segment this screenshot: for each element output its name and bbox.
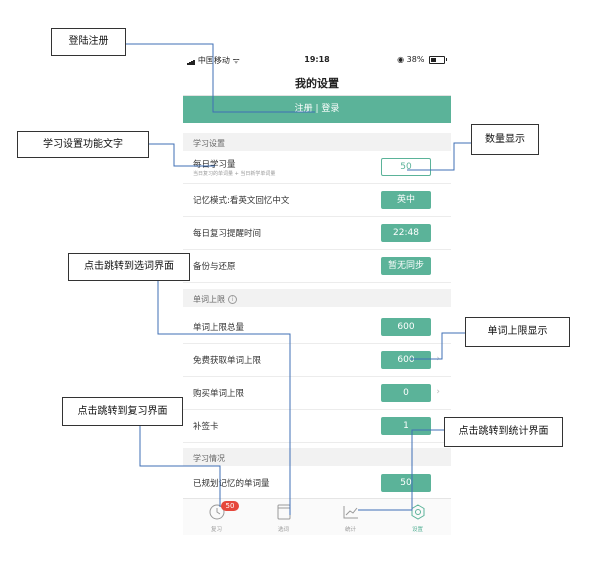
callout-jump-review: 点击跳转到复习界面 [62,397,183,426]
tab-word-select[interactable]: 选词 [250,499,317,535]
settings-gear-icon [409,503,427,525]
phone-screen: 中国移动 ᯤ 19:18 ◉ 38% 我的设置 注册 | 登录 学习设置 每日学… [183,49,451,535]
section-title: 学习设置 [193,139,225,148]
buy-word-limit-value[interactable]: 0 [381,384,431,402]
row-label: 备份与还原 [193,262,236,272]
status-bar: 中国移动 ᯤ 19:18 ◉ 38% [183,55,451,67]
status-right: ◉ 38% [397,55,447,64]
callout-login-register: 登陆注册 [51,28,126,56]
word-limit-total-value: 600 [381,318,431,336]
login-banner: 注册 | 登录 [183,96,451,123]
tab-statistics[interactable]: 统计 [317,499,384,535]
row-label: 购买单词上限 [193,389,245,399]
battery-icon [429,55,447,64]
row-makeup-card[interactable]: 补签卡 1 [183,410,451,443]
planned-words-value: 50 [381,474,431,492]
daily-amount-value[interactable]: 50 [381,158,431,176]
callout-quantity-display: 数量显示 [471,124,539,155]
section-title: 单词上限 [193,295,225,304]
row-free-word-limit[interactable]: 免费获取单词上限 600 › [183,344,451,377]
row-word-limit-total: 单词上限总量 600 [183,311,451,344]
callout-study-settings-text: 学习设置功能文字 [17,131,149,158]
row-label: 补签卡 [193,422,219,432]
tab-review[interactable]: 50 复习 [183,499,250,535]
sync-button[interactable]: 暂无同步 [381,257,431,275]
row-backup-restore[interactable]: 备份与还原 暂无同步 [183,250,451,283]
callout-jump-word-select: 点击跳转到选词界面 [68,253,190,281]
tab-label: 统计 [344,527,356,533]
banner-separator: | [315,104,319,114]
register-link[interactable]: 注册 [294,104,313,114]
free-word-limit-value[interactable]: 600 [381,351,431,369]
status-time: 19:18 [304,55,330,64]
nav-divider [183,95,451,96]
row-label: 单词上限总量 [193,323,245,333]
row-label: 已规划记忆的单词量 [193,479,270,489]
section-title: 学习情况 [193,454,225,463]
row-daily-amount[interactable]: 每日学习量 当日复习的单词量 + 当日新学单词量 50 [183,151,451,184]
word-select-icon [275,503,293,525]
battery-percent: 38% [406,55,425,64]
tab-label: 选词 [277,527,289,533]
statistics-chart-icon [342,503,360,525]
memory-mode-button[interactable]: 英中 [381,191,431,209]
callout-jump-statistics: 点击跳转到统计界面 [444,417,563,447]
location-icon: ◉ [397,55,405,64]
tab-settings[interactable]: 设置 [384,499,451,535]
makeup-card-value[interactable]: 1 [381,417,431,435]
callout-word-limit-display: 单词上限显示 [465,317,570,347]
row-sublabel: 当日复习的单词量 + 当日新学单词量 [193,171,276,177]
row-planned-words: 已规划记忆的单词量 50 [183,467,451,500]
chevron-right-icon: › [436,387,440,397]
tab-bar: 50 复习 选词 统计 设置 [183,498,451,535]
row-label: 免费获取单词上限 [193,356,262,366]
row-label: 每日学习量 [193,160,236,170]
reminder-time-button[interactable]: 22:48 [381,224,431,242]
section-header-study-status: 学习情况 [183,448,451,466]
review-badge: 50 [221,501,239,511]
row-buy-word-limit[interactable]: 购买单词上限 0 › [183,377,451,410]
row-review-reminder[interactable]: 每日复习提醒时间 22:48 [183,217,451,250]
row-label: 记忆模式:看英文回忆中文 [193,196,290,206]
section-header-study-settings: 学习设置 [183,133,451,151]
chevron-right-icon: › [436,354,440,364]
row-memory-mode[interactable]: 记忆模式:看英文回忆中文 英中 [183,184,451,217]
page-title: 我的设置 [295,77,339,90]
login-link[interactable]: 登录 [321,104,340,114]
row-label: 每日复习提醒时间 [193,229,262,239]
tab-label: 复习 [210,527,222,533]
info-icon[interactable]: i [228,295,237,304]
tab-label: 设置 [411,527,423,533]
